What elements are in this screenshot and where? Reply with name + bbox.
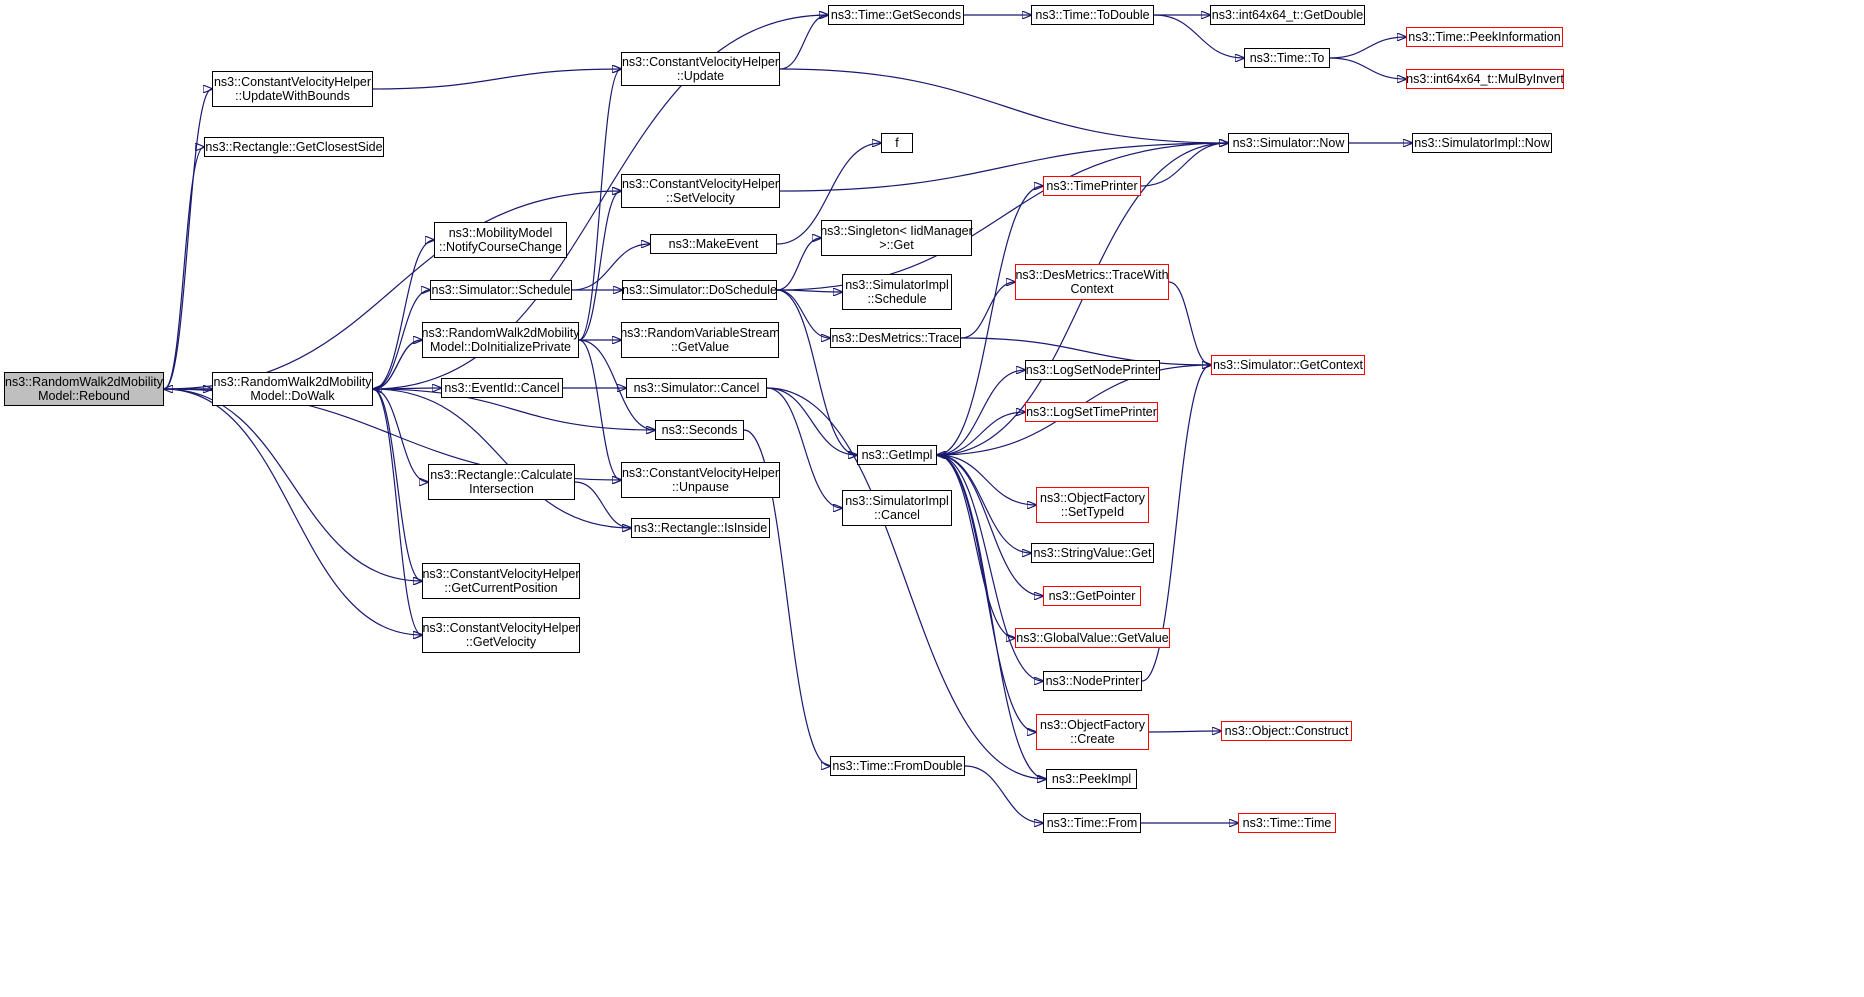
node-objfactory-settypeid[interactable]: ns3::ObjectFactory ::SetTypeId (1036, 487, 1149, 523)
edge-seconds-to-time-fromdouble (743, 429, 830, 766)
edge-dowalk-to-seconds (372, 388, 655, 430)
node-logsettimeprinter[interactable]: ns3::LogSetTimePrinter (1025, 402, 1158, 422)
node-logsetnodeprinter[interactable]: ns3::LogSetNodePrinter (1025, 360, 1160, 380)
node-cvh-update[interactable]: ns3::ConstantVelocityHelper ::Update (621, 52, 780, 86)
node-getpointer[interactable]: ns3::GetPointer (1043, 586, 1141, 606)
node-seconds[interactable]: ns3::Seconds (655, 420, 744, 440)
node-sim-schedule[interactable]: ns3::Simulator::Schedule (430, 280, 572, 300)
node-time-time[interactable]: ns3::Time::Time (1238, 813, 1336, 833)
edge-rw-doinitprivate-to-cvh-update (578, 69, 621, 341)
node-rect-isinside[interactable]: ns3::Rectangle::IsInside (631, 518, 770, 538)
edge-getimpl-to-timeprinter (936, 186, 1043, 456)
node-time-to[interactable]: ns3::Time::To (1244, 48, 1330, 68)
node-int64-getdouble[interactable]: ns3::int64x64_t::GetDouble (1210, 5, 1365, 25)
edge-rebound-to-cvh-getcurrentposition (163, 388, 422, 581)
node-simimpl-cancel[interactable]: ns3::SimulatorImpl ::Cancel (842, 490, 952, 526)
node-sim-doschedule[interactable]: ns3::Simulator::DoSchedule (622, 280, 777, 300)
edge-dowalk-to-mm-notifycoursechange (372, 240, 434, 390)
edge-getimpl-to-objfactory-settypeid (936, 454, 1036, 505)
edge-dowalk-to-cvh-getcurrentposition (372, 388, 422, 581)
edge-cvh-updatewithbounds-to-cvh-update (372, 69, 621, 90)
node-globalvalue-getvalue[interactable]: ns3::GlobalValue::GetValue (1015, 628, 1170, 648)
node-sim-cancel[interactable]: ns3::Simulator::Cancel (626, 378, 767, 398)
node-cvh-getcurrentposition[interactable]: ns3::ConstantVelocityHelper ::GetCurrent… (422, 563, 580, 599)
node-rvs-getvalue[interactable]: ns3::RandomVariableStream ::GetValue (620, 322, 780, 358)
edge-getimpl-to-nodeprinter (936, 454, 1043, 681)
node-timeprinter[interactable]: ns3::TimePrinter (1043, 176, 1141, 196)
node-int64-mulbyinvert[interactable]: ns3::int64x64_t::MulByInvert (1406, 69, 1564, 89)
node-simimpl-now[interactable]: ns3::SimulatorImpl::Now (1412, 133, 1552, 153)
edge-rw-doinitprivate-to-dowalk (373, 339, 423, 389)
edge-rebound-to-cvh-getvelocity (163, 388, 422, 635)
node-simimpl-schedule[interactable]: ns3::SimulatorImpl ::Schedule (842, 274, 952, 310)
edge-cvh-setvelocity-to-sim-now (779, 143, 1228, 192)
node-time-from[interactable]: ns3::Time::From (1043, 813, 1141, 833)
edge-sim-doschedule-to-desmetrics-trace (776, 289, 830, 338)
edge-sim-cancel-to-peekimpl (766, 387, 1046, 779)
node-rect-getclosestside[interactable]: ns3::Rectangle::GetClosestSide (204, 137, 384, 157)
node-eventid-cancel[interactable]: ns3::EventId::Cancel (441, 378, 563, 398)
edge-time-todouble-to-time-to (1153, 14, 1244, 58)
node-sim-now[interactable]: ns3::Simulator::Now (1228, 133, 1349, 153)
node-time-getseconds[interactable]: ns3::Time::GetSeconds (828, 5, 964, 25)
node-desmetrics-trace[interactable]: ns3::DesMetrics::Trace (830, 328, 961, 348)
edge-dowalk-to-rect-isinside (372, 388, 631, 528)
node-rebound[interactable]: ns3::RandomWalk2dMobility Model::Rebound (4, 372, 164, 406)
node-f[interactable]: f (881, 133, 913, 153)
edge-time-fromdouble-to-time-from (964, 765, 1043, 823)
node-objfactory-create[interactable]: ns3::ObjectFactory ::Create (1036, 714, 1149, 750)
edge-dowalk-to-rect-calcintersection (372, 388, 428, 482)
node-makeevent[interactable]: ns3::MakeEvent (650, 234, 777, 254)
node-mm-notifycoursechange[interactable]: ns3::MobilityModel ::NotifyCourseChange (434, 222, 567, 258)
edge-desmetrics-trace-to-sim-getcontext (960, 337, 1211, 365)
node-time-peekinformation[interactable]: ns3::Time::PeekInformation (1406, 27, 1563, 47)
edge-cvh-update-to-sim-now (779, 68, 1228, 143)
node-getimpl[interactable]: ns3::GetImpl (857, 445, 937, 465)
node-nodeprinter[interactable]: ns3::NodePrinter (1043, 671, 1142, 691)
node-rect-calcintersection[interactable]: ns3::Rectangle::Calculate Intersection (428, 464, 575, 500)
node-dowalk[interactable]: ns3::RandomWalk2dMobility Model::DoWalk (212, 372, 373, 406)
edge-objfactory-create-to-object-construct (1148, 731, 1221, 732)
edge-desmetrics-trace-to-desmetrics-tracewithcontext (960, 282, 1015, 339)
node-peekimpl[interactable]: ns3::PeekImpl (1046, 769, 1137, 789)
edge-rect-calcintersection-to-rect-isinside (574, 481, 631, 528)
edge-nodeprinter-to-sim-getcontext (1141, 365, 1211, 682)
node-stringvalue-get[interactable]: ns3::StringValue::Get (1031, 543, 1154, 563)
edge-time-to-to-time-peekinformation (1329, 37, 1406, 59)
node-cvh-getvelocity[interactable]: ns3::ConstantVelocityHelper ::GetVelocit… (422, 617, 580, 653)
node-time-fromdouble[interactable]: ns3::Time::FromDouble (830, 756, 965, 776)
edge-rebound-to-rect-getclosestside (163, 147, 204, 390)
node-cvh-updatewithbounds[interactable]: ns3::ConstantVelocityHelper ::UpdateWith… (212, 71, 373, 107)
edge-desmetrics-tracewithcontext-to-sim-getcontext (1168, 281, 1211, 365)
edge-rw-doinitprivate-to-cvh-setvelocity (578, 191, 621, 341)
edge-sim-cancel-to-getimpl (766, 387, 857, 455)
edge-getimpl-to-logsetnodeprinter (936, 370, 1025, 456)
node-cvh-unpause[interactable]: ns3::ConstantVelocityHelper ::Unpause (621, 462, 780, 498)
node-desmetrics-tracewithcontext[interactable]: ns3::DesMetrics::TraceWith Context (1015, 264, 1169, 300)
edge-getimpl-to-globalvalue-getvalue (936, 454, 1015, 638)
edge-dowalk-to-cvh-getvelocity (372, 388, 422, 635)
edge-getimpl-to-getpointer (936, 454, 1043, 596)
edge-getimpl-to-peekimpl (936, 454, 1046, 779)
node-cvh-setvelocity[interactable]: ns3::ConstantVelocityHelper ::SetVelocit… (621, 174, 780, 208)
edge-sim-schedule-to-makeevent (571, 244, 650, 291)
edge-time-to-to-int64-mulbyinvert (1329, 57, 1406, 79)
node-time-todouble[interactable]: ns3::Time::ToDouble (1031, 5, 1154, 25)
node-singleton-get[interactable]: ns3::Singleton< IidManager >::Get (820, 220, 973, 256)
edge-sim-doschedule-to-singleton-get (776, 238, 821, 291)
edge-sim-cancel-to-simimpl-cancel (766, 387, 842, 508)
edge-rebound-to-cvh-updatewithbounds (163, 89, 212, 390)
node-sim-getcontext[interactable]: ns3::Simulator::GetContext (1211, 355, 1365, 375)
edge-rw-doinitprivate-to-cvh-unpause (578, 339, 621, 480)
edge-makeevent-to-f (776, 143, 881, 245)
edge-cvh-update-to-time-getseconds (779, 15, 828, 70)
node-rw-doinitprivate[interactable]: ns3::RandomWalk2dMobility Model::DoIniti… (422, 322, 579, 358)
edge-getimpl-to-logsettimeprinter (936, 412, 1025, 456)
edge-sim-doschedule-to-getimpl (776, 289, 857, 455)
node-object-construct[interactable]: ns3::Object::Construct (1221, 721, 1352, 741)
edge-timeprinter-to-sim-now (1140, 143, 1228, 187)
